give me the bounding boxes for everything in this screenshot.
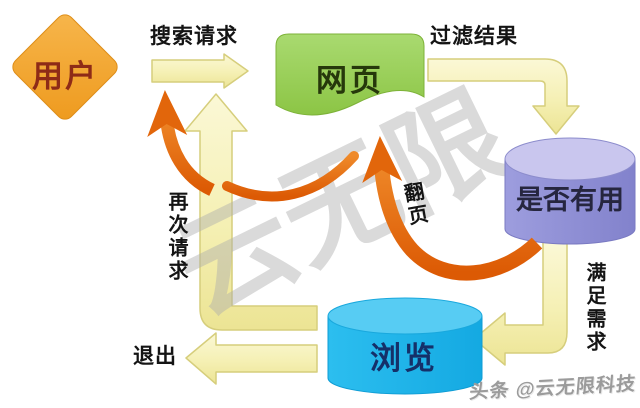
- user-node-label: 用户: [32, 59, 98, 94]
- webpage-node-label: 网页: [316, 63, 384, 98]
- exit-label: 退出: [133, 345, 177, 368]
- request-again-label: 再次请求: [165, 191, 187, 283]
- filter-results-arrow: [427, 58, 580, 135]
- browse-node-label: 浏览: [370, 341, 438, 376]
- search-request-label: 搜索请求: [150, 25, 238, 48]
- browse-cylinder-shape: [327, 297, 483, 395]
- satisfy-needs-arrow: [473, 241, 568, 366]
- middle-swoosh: [222, 151, 359, 202]
- retry-curve-arrow: [147, 90, 215, 196]
- webpage-shape: [275, 33, 425, 116]
- useful-cylinder-shape: [504, 137, 636, 245]
- useful-node-label: 是否有用: [516, 185, 624, 215]
- page-turn-arrow: [362, 136, 543, 281]
- filter-results-label: 过滤结果: [430, 25, 518, 48]
- request-again-arrow: [184, 93, 318, 331]
- satisfy-needs-label: 满足需求: [583, 262, 605, 354]
- search-request-arrow: [151, 53, 249, 89]
- user-diamond-shape: [12, 14, 118, 120]
- exit-arrow: [185, 332, 318, 385]
